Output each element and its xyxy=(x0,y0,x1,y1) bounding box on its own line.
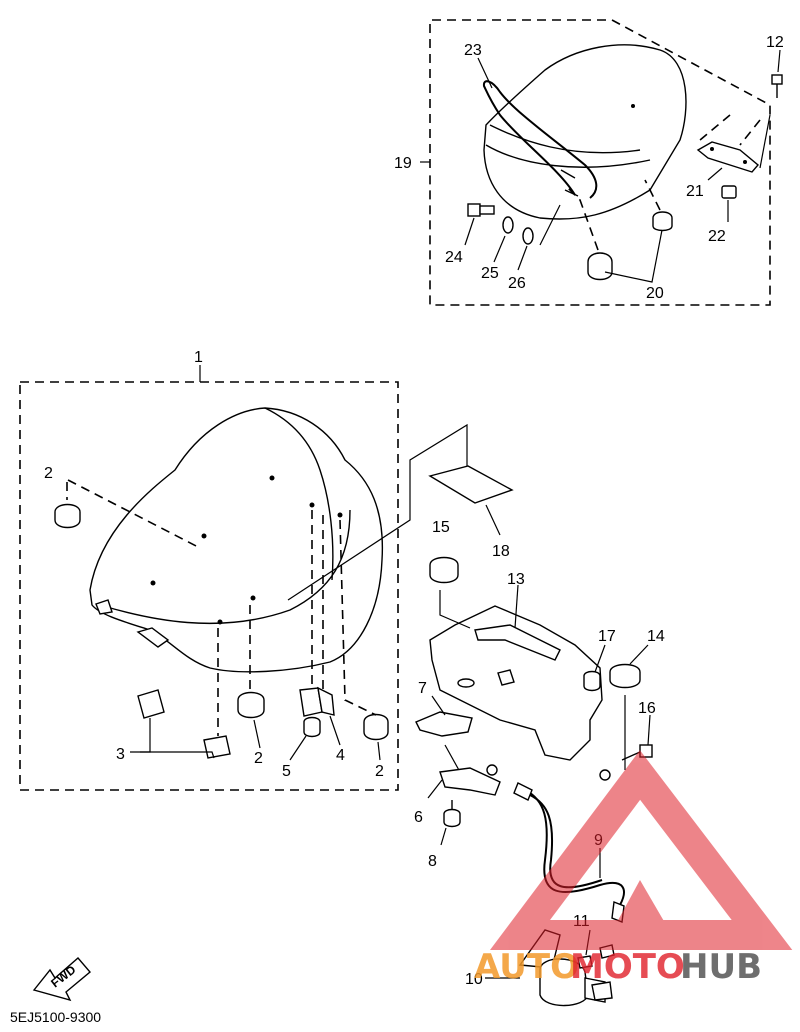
bolt-8 xyxy=(443,800,461,828)
plate-7 xyxy=(415,711,473,737)
label-22: 22 xyxy=(708,228,726,245)
label-2c: 2 xyxy=(375,763,384,780)
label-18: 18 xyxy=(492,543,510,560)
damper-20a xyxy=(587,252,613,281)
damper-15 xyxy=(429,556,459,584)
label-5: 5 xyxy=(282,763,291,780)
damper-20b xyxy=(652,211,673,232)
label-1: 1 xyxy=(194,349,203,366)
label-24: 24 xyxy=(445,249,463,266)
label-3: 3 xyxy=(116,746,125,763)
label-8: 8 xyxy=(428,853,437,870)
damper-2a xyxy=(54,503,81,529)
watermark-text: AUTO MOTO HUB xyxy=(474,947,762,987)
sheet-18 xyxy=(428,465,514,504)
label-23: 23 xyxy=(464,42,482,59)
label-15: 15 xyxy=(432,519,450,536)
pillion-bracket xyxy=(696,141,759,173)
label-2a: 2 xyxy=(44,465,53,482)
svg-text:AUTO: AUTO xyxy=(474,947,579,987)
damper-14 xyxy=(609,663,641,689)
bolt-16 xyxy=(621,744,653,761)
label-21: 21 xyxy=(686,183,704,200)
nut-22 xyxy=(721,185,737,199)
label-4: 4 xyxy=(336,747,345,764)
label-2b: 2 xyxy=(254,750,263,767)
main-group-boundary xyxy=(19,381,399,791)
clip-3a xyxy=(137,689,165,719)
bolt-24 xyxy=(467,203,495,217)
label-14: 14 xyxy=(647,628,665,645)
label-12: 12 xyxy=(766,34,784,51)
main-seat xyxy=(89,407,384,673)
label-16: 16 xyxy=(638,700,656,717)
label-26: 26 xyxy=(508,275,526,292)
pillion-seat-group xyxy=(420,19,783,306)
label-20: 20 xyxy=(646,285,664,302)
label-25: 25 xyxy=(481,265,499,282)
damper-2b xyxy=(237,691,265,719)
svg-text:HUB: HUB xyxy=(680,947,762,987)
bracket-4 xyxy=(299,686,335,717)
clip-3b xyxy=(203,735,231,759)
label-6: 6 xyxy=(414,809,423,826)
label-10: 10 xyxy=(465,971,483,988)
label-7: 7 xyxy=(418,680,427,697)
label-19: 19 xyxy=(394,155,412,172)
nut-5 xyxy=(303,716,321,738)
svg-text:MOTO: MOTO xyxy=(570,947,685,987)
watermark-logo xyxy=(490,750,793,950)
bolt-12 xyxy=(771,74,783,98)
hook-6 xyxy=(439,767,501,796)
washer-26 xyxy=(522,227,534,245)
label-13: 13 xyxy=(507,571,525,588)
diagram-code: 5EJ5100-9300 xyxy=(10,1009,101,1025)
washer-25 xyxy=(502,216,514,234)
damper-2c xyxy=(363,713,389,741)
label-17: 17 xyxy=(598,628,616,645)
pillion-seat xyxy=(483,44,687,220)
lock-assembly xyxy=(287,423,653,1007)
plate-13 xyxy=(429,605,603,761)
main-seat-group xyxy=(19,365,399,791)
nut-11 xyxy=(577,955,593,969)
nut-17 xyxy=(583,670,601,692)
fwd-arrow-icon: FWD xyxy=(32,957,91,1002)
